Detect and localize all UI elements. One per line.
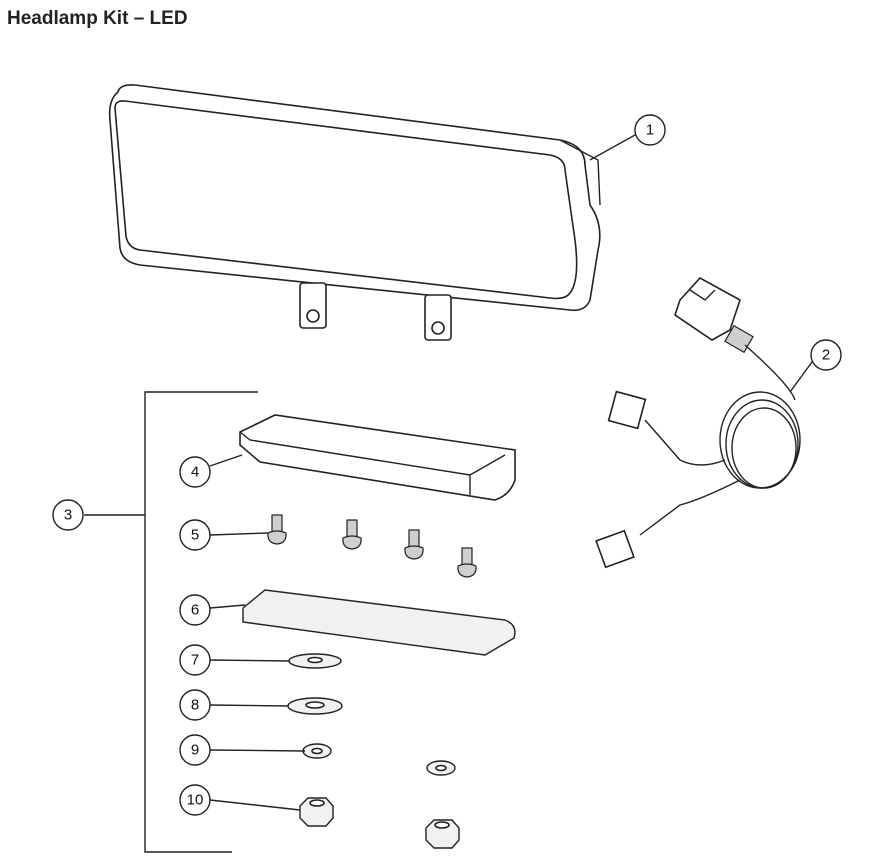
svg-text:4: 4 <box>191 464 199 481</box>
svg-text:8: 8 <box>191 697 199 714</box>
svg-text:3: 3 <box>64 507 72 524</box>
leader-lines <box>84 134 813 811</box>
callout-7: 7 <box>179 644 211 676</box>
callout-5: 5 <box>179 519 211 551</box>
callout-2: 2 <box>810 339 842 371</box>
svg-text:1: 1 <box>646 122 654 139</box>
flat-washer-small <box>288 653 342 669</box>
callout-3: 3 <box>52 499 84 531</box>
headlamp-assembly <box>108 84 601 341</box>
callout-6: 6 <box>179 594 211 626</box>
svg-text:6: 6 <box>191 602 199 619</box>
flat-washer-large <box>287 697 343 715</box>
svg-text:2: 2 <box>822 347 830 364</box>
callout-10: 10 <box>179 784 211 816</box>
gasket <box>242 589 516 656</box>
hex-nuts <box>299 797 460 849</box>
kit-bracket-line <box>144 391 258 853</box>
callout-8: 8 <box>179 689 211 721</box>
callout-4: 4 <box>179 456 211 488</box>
svg-text:5: 5 <box>191 527 199 544</box>
wiring-harness <box>595 276 801 569</box>
svg-text:10: 10 <box>187 792 204 809</box>
lock-washers <box>302 743 456 776</box>
svg-text:9: 9 <box>191 742 199 759</box>
callout-1: 1 <box>634 114 666 146</box>
screws <box>267 514 477 578</box>
mounting-bracket <box>239 414 516 501</box>
svg-text:7: 7 <box>191 652 199 669</box>
page-title: Headlamp Kit – LED <box>7 8 188 29</box>
callout-9: 9 <box>179 734 211 766</box>
